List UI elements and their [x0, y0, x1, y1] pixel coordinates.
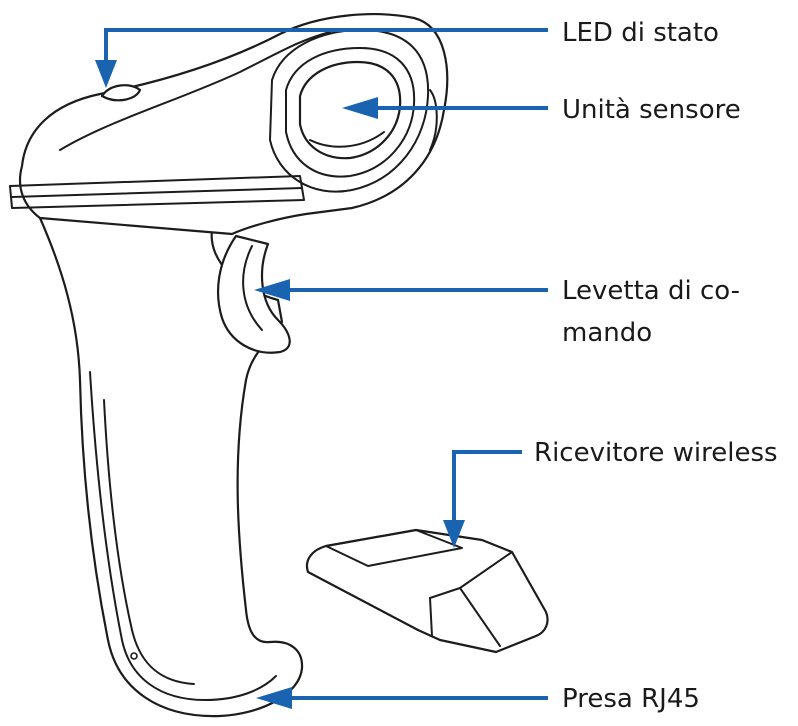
head-band: [9, 175, 305, 209]
arrowhead-receiver-icon: [443, 520, 465, 548]
arrowhead-trigger-icon: [254, 279, 290, 301]
handle-groove-inner: [103, 399, 195, 685]
callout-label-port: Presa RJ45: [562, 684, 700, 714]
sensor-lens-edge: [309, 131, 385, 148]
handle-dot: [130, 652, 138, 660]
callout-label-sensor: Unità sensore: [562, 95, 741, 125]
arrowhead-port-icon: [256, 687, 292, 709]
head-contour: [59, 31, 331, 151]
head-band-line: [11, 187, 303, 198]
status-led-shape: [100, 84, 142, 102]
dongle-top-face: [325, 529, 463, 567]
head-rim: [429, 89, 438, 151]
callout-label-led: LED di stato: [562, 18, 719, 48]
handle-groove: [89, 371, 277, 701]
dongle-cap-top: [459, 551, 513, 589]
dongle-body: [305, 528, 549, 654]
usb-dongle: [305, 528, 549, 654]
sensor-frame-mid: [285, 47, 416, 178]
callout-label-receiver: Ricevitore wireless: [534, 438, 778, 468]
callout-label-trigger-line1: Levetta di co-: [562, 276, 741, 306]
dongle-seam-2: [429, 597, 433, 637]
trigger-edge: [242, 245, 263, 331]
callout-leaders: [95, 28, 548, 709]
arrowhead-led-icon: [95, 60, 117, 88]
leader-line-receiver: [452, 450, 522, 520]
leader-line-led: [104, 28, 548, 62]
callout-label-trigger-line2: mando: [562, 318, 653, 348]
sensor-frame-outer: [269, 29, 430, 193]
arrowhead-sensor-icon: [342, 97, 378, 119]
